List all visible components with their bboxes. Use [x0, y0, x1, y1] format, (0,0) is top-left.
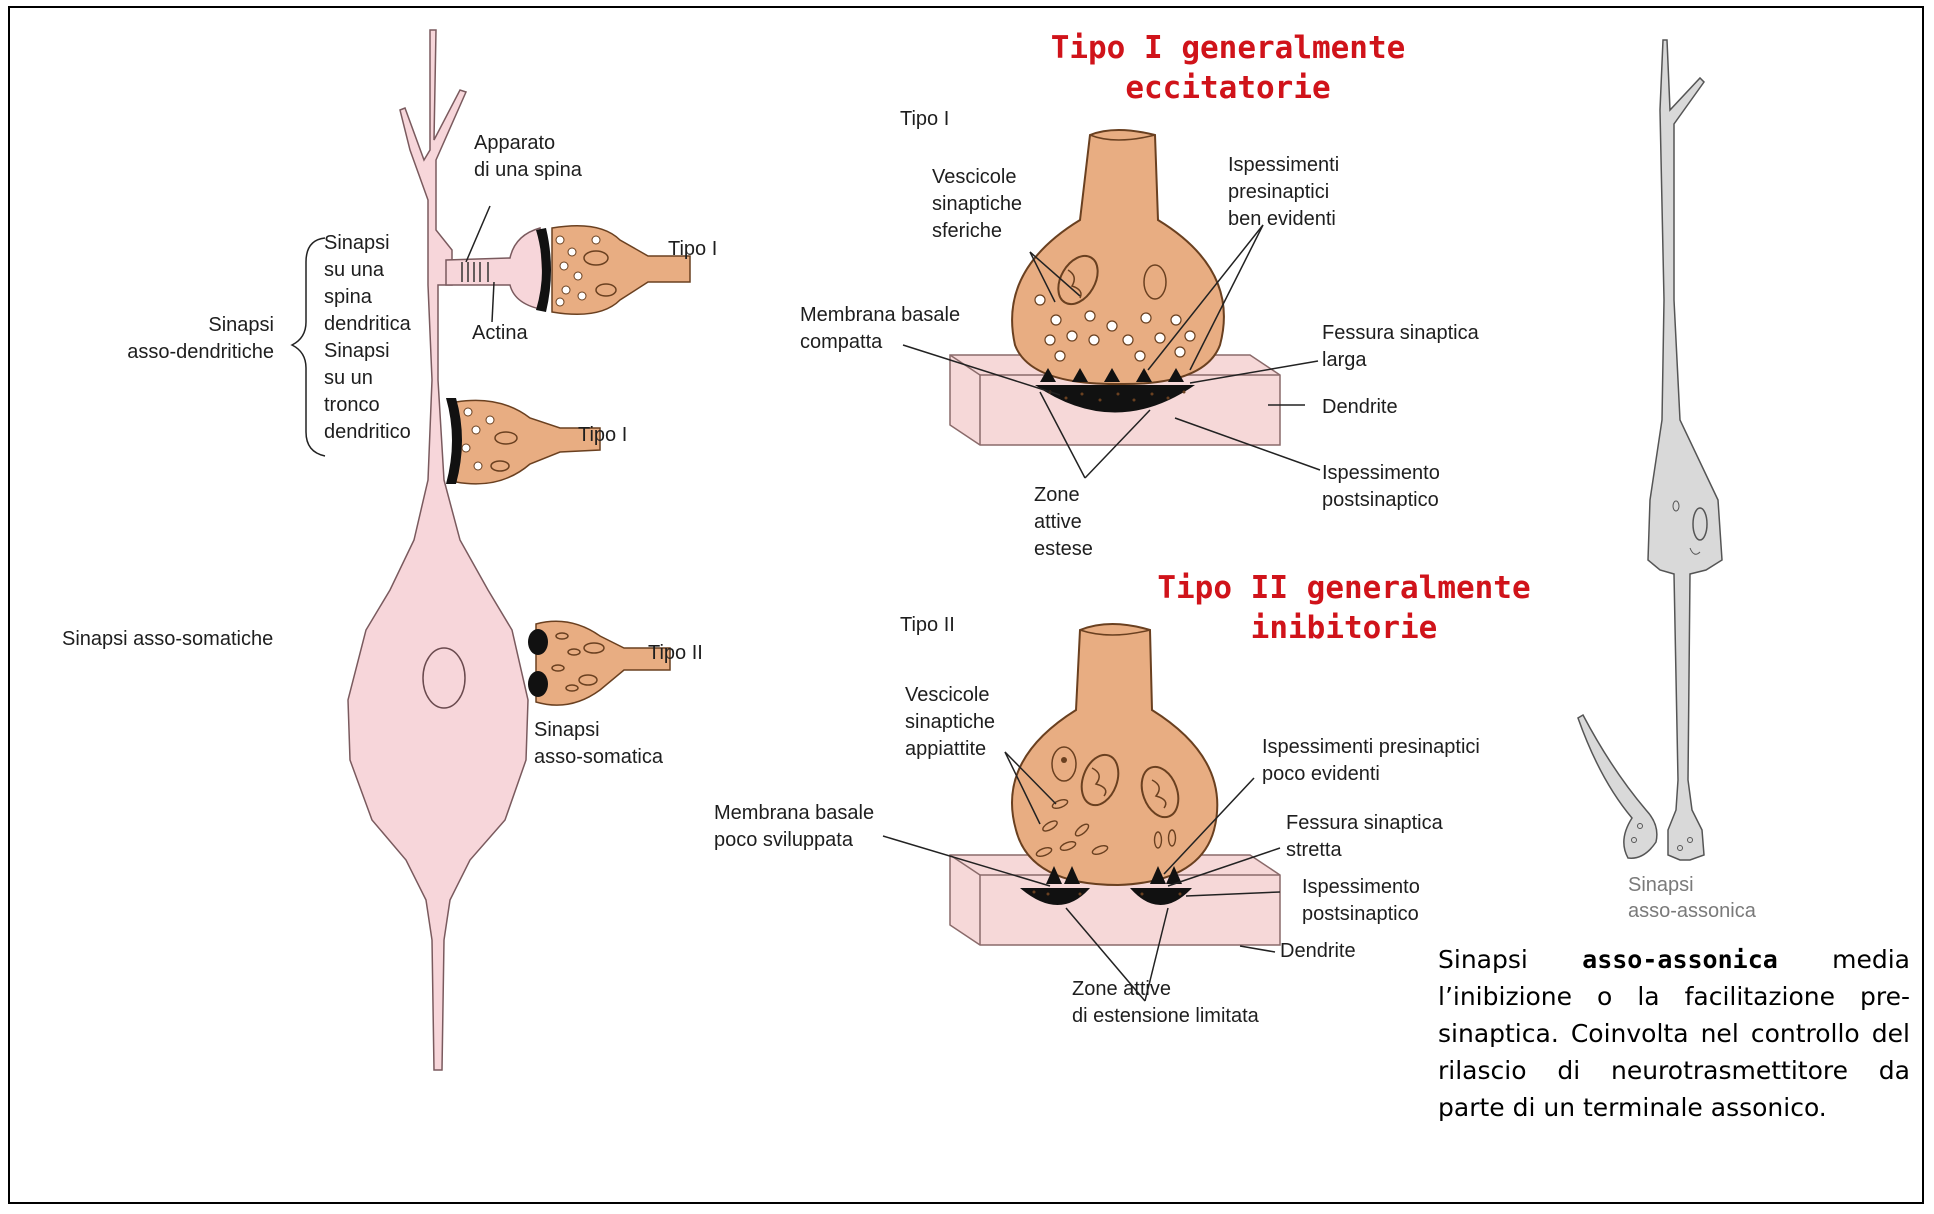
label-tronco-synapse: Sinapsi su un tronco dendritico	[324, 338, 411, 446]
type2-tag: Tipo II	[900, 612, 955, 639]
type2-synapse	[950, 624, 1280, 945]
terminal-trunk	[446, 398, 600, 484]
type1-label-ispessimento-post: Ispessimento postsinaptico	[1322, 460, 1440, 514]
type2-label-fessura: Fessura sinaptica stretta	[1286, 810, 1443, 864]
label-apparato: Apparato di una spina	[474, 130, 582, 184]
type1-label-membrana: Membrana basale compatta	[800, 302, 960, 356]
axo-axonic-neuron	[1578, 40, 1722, 860]
description-intro: Sinapsi	[1438, 945, 1582, 974]
type1-title: Tipo I generalmente eccitatorie	[1018, 28, 1438, 108]
label-asso-somatica: Sinapsi asso-somatica	[534, 717, 663, 771]
type1-label-vescicole: Vescicole sinaptiche sferiche	[932, 164, 1022, 245]
type2-title: Tipo II generalmente inibitorie	[1134, 568, 1554, 648]
type2-label-zone: Zone attive di estensione limitata	[1072, 976, 1259, 1030]
type2-label-vescicole: Vescicole sinaptiche appiattite	[905, 682, 995, 763]
axo-axonic-description: Sinapsi asso-assonica media l’inibizione…	[1438, 941, 1910, 1126]
type2-label-dendrite: Dendrite	[1280, 938, 1356, 965]
type2-label-membrana: Membrana basale poco sviluppata	[714, 800, 874, 854]
label-tipo-spine: Tipo I	[668, 236, 717, 263]
label-actina: Actina	[472, 320, 528, 347]
label-tipo-soma: Tipo II	[648, 640, 703, 667]
axo-axonic-caption: Sinapsi asso-assonica	[1628, 872, 1756, 924]
neuron-dendrite-soma	[348, 30, 545, 1070]
label-asso-dendritiche: Sinapsi asso-dendritiche	[100, 312, 274, 366]
label-tipo-trunk: Tipo I	[578, 422, 627, 449]
type1-label-fessura: Fessura sinaptica larga	[1322, 320, 1479, 374]
description-bold-term: asso-assonica	[1582, 945, 1778, 974]
type1-tag: Tipo I	[900, 106, 949, 133]
type1-label-ispessimenti: Ispessimenti presinaptici ben evidenti	[1228, 152, 1339, 233]
type2-label-ispessimento-post: Ispessimento postsinaptico	[1302, 874, 1420, 928]
terminal-spine	[536, 226, 690, 315]
type1-label-dendrite: Dendrite	[1322, 394, 1398, 421]
type2-label-ispessimenti: Ispessimenti presinaptici poco evidenti	[1262, 734, 1480, 788]
label-spina-synapse: Sinapsi su una spina dendritica	[324, 230, 411, 338]
type1-label-zone: Zone attive estese	[1034, 482, 1093, 563]
label-asso-somatiche: Sinapsi asso-somatiche	[62, 626, 273, 653]
